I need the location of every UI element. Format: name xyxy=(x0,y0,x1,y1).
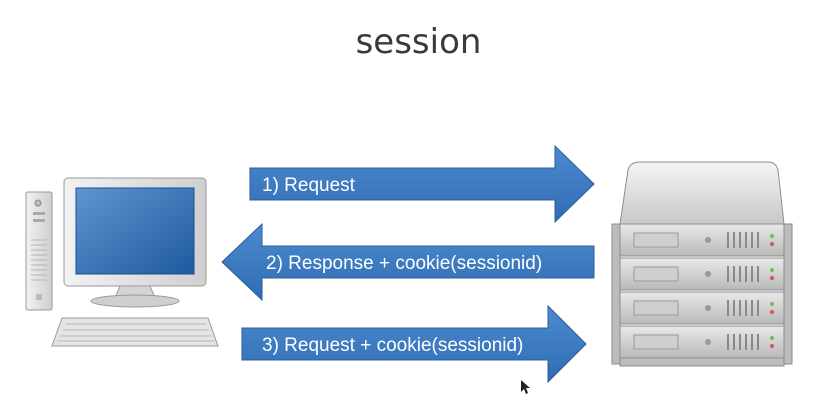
server-unit xyxy=(619,291,785,325)
computer-keyboard xyxy=(51,317,219,347)
arrow-request-with-cookie: 3) Request + cookie(sessionid) xyxy=(241,304,587,384)
arrow-label-request: 1) Request xyxy=(262,175,356,196)
monitor-screen xyxy=(75,187,195,275)
arrow-request: 1) Request xyxy=(249,144,595,224)
right-arrow-icon xyxy=(249,144,595,224)
arrow-label-response: 2) Response + cookie(sessionid) xyxy=(266,253,542,274)
diagram-title: session xyxy=(355,22,482,62)
mouse-cursor-icon xyxy=(521,380,530,394)
right-arrow-icon xyxy=(241,304,587,384)
desktop-computer-icon xyxy=(25,177,219,347)
server-unit xyxy=(619,223,785,257)
computer-monitor xyxy=(63,177,207,308)
arrow-label-request-cookie: 3) Request + cookie(sessionid) xyxy=(262,335,523,356)
server-unit xyxy=(619,325,785,359)
arrow-response: 2) Response + cookie(sessionid) xyxy=(221,222,595,302)
computer-tower xyxy=(25,191,53,311)
server-rack-icon xyxy=(611,161,793,367)
server-unit xyxy=(619,257,785,291)
left-arrow-icon xyxy=(221,222,595,302)
